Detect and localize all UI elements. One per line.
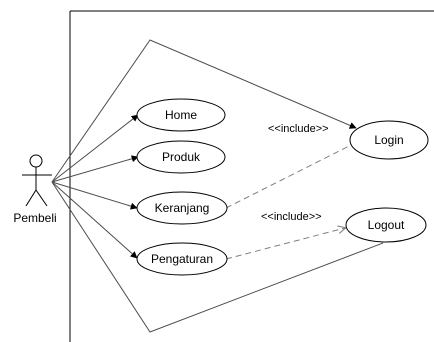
assoc-logout: [51, 181, 384, 333]
use-case-logout-label: Logout: [368, 218, 405, 232]
use-case-produk-label: Produk: [162, 150, 201, 164]
assoc-keranjang: [51, 181, 138, 210]
assoc-home: [51, 114, 139, 183]
use-case-pengaturan: Pengaturan: [136, 242, 228, 276]
actor-label: Pembeli: [13, 211, 56, 225]
use-case-produk: Produk: [136, 140, 226, 174]
include-logout-line: [225, 228, 345, 260]
include-logout-label: <<include>>: [261, 211, 322, 223]
use-case-keranjang: Keranjang: [136, 191, 228, 225]
associations: [51, 39, 384, 333]
use-case-logout: Logout: [345, 207, 427, 243]
use-case-home: Home: [136, 98, 226, 132]
include-login-line: [225, 140, 361, 209]
actor-pembeli-icon: [22, 154, 52, 207]
assoc-login: [51, 39, 357, 183]
assoc-produk: [51, 155, 139, 183]
use-case-login: Login: [349, 120, 429, 160]
use-case-home-label: Home: [165, 108, 197, 122]
include-login-label: <<include>>: [268, 123, 329, 135]
assoc-pengaturan: [51, 181, 138, 259]
use-case-keranjang-label: Keranjang: [155, 201, 210, 215]
use-case-pengaturan-label: Pengaturan: [151, 252, 213, 266]
use-case-login-label: Login: [374, 133, 403, 147]
